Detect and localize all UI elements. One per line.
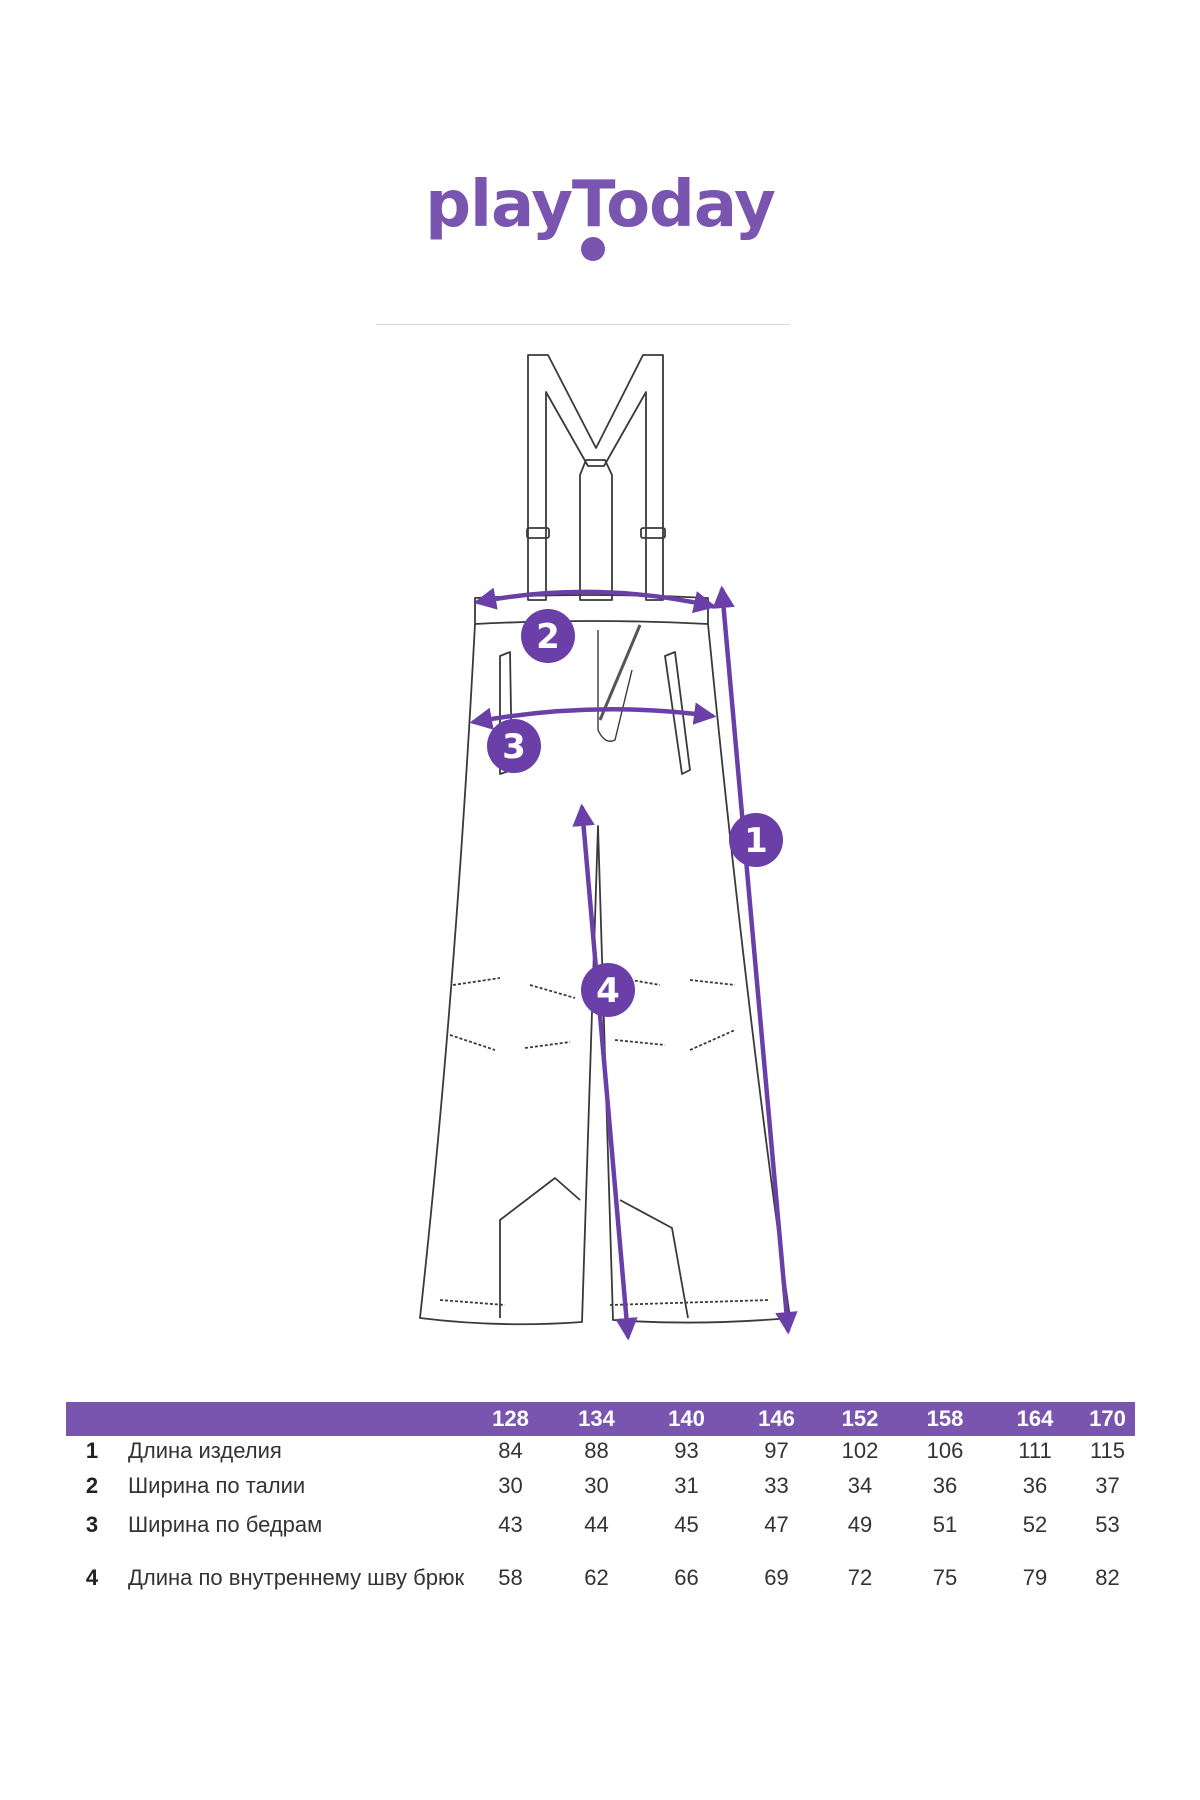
table-cell: 30 [584, 1473, 609, 1498]
table-cell: 84 [498, 1438, 523, 1463]
table-row: 4 Длина по внутреннему шву брюк 58 62 66… [66, 1550, 1135, 1634]
header-divider [376, 324, 790, 325]
table-cell: 33 [764, 1473, 789, 1498]
table-cell: 44 [584, 1512, 609, 1537]
size-header: 140 [640, 1402, 733, 1436]
row-number: 3 [85, 1512, 99, 1537]
table-cell: 43 [498, 1512, 523, 1537]
table-row: 1 Длина изделия 84 88 93 97 102 106 111 … [66, 1436, 1135, 1471]
table-cell: 102 [841, 1438, 879, 1463]
size-header: 164 [990, 1402, 1080, 1436]
table-cell: 36 [932, 1473, 958, 1498]
marker-1: 1 [729, 813, 783, 867]
table-cell: 34 [847, 1473, 873, 1498]
table-cell: 62 [584, 1565, 609, 1590]
row-number: 2 [85, 1473, 99, 1498]
row-label: Ширина по бедрам [128, 1512, 323, 1537]
row-label: Ширина по талии [128, 1473, 306, 1498]
marker-2: 2 [521, 609, 575, 663]
table-row: 3 Ширина по бедрам 43 44 45 47 49 51 52 … [66, 1506, 1135, 1550]
table-cell: 52 [1022, 1512, 1048, 1537]
table-cell: 115 [1089, 1438, 1126, 1463]
table-cell: 30 [498, 1473, 523, 1498]
table-cell: 88 [584, 1438, 609, 1463]
row-number: 4 [85, 1565, 99, 1590]
table-cell: 47 [764, 1512, 789, 1537]
size-header: 170 [1080, 1402, 1135, 1436]
size-header: 152 [820, 1402, 900, 1436]
row-label: Длина изделия [128, 1438, 282, 1463]
table-cell: 93 [674, 1438, 699, 1463]
size-header: 128 [468, 1402, 553, 1436]
size-header: 146 [733, 1402, 820, 1436]
table-cell: 37 [1095, 1473, 1120, 1498]
table-cell: 79 [1022, 1565, 1048, 1590]
table-cell: 97 [764, 1438, 789, 1463]
table-cell: 58 [498, 1565, 523, 1590]
table-cell: 82 [1095, 1565, 1120, 1590]
table-cell: 106 [926, 1438, 964, 1463]
size-chart-table: 128 134 140 146 152 158 164 170 1 Длина … [66, 1402, 1135, 1634]
row-label: Длина по внутреннему шву брюк [128, 1565, 465, 1590]
table-cell: 45 [674, 1512, 699, 1537]
size-header: 158 [900, 1402, 990, 1436]
table-cell: 36 [1022, 1473, 1048, 1498]
table-cell: 111 [1018, 1438, 1052, 1463]
brand-logo: playToday [425, 168, 776, 242]
logo-dot [581, 237, 605, 261]
table-cell: 69 [764, 1565, 789, 1590]
table-cell: 49 [847, 1512, 873, 1537]
trousers-with-suspenders-sketch-icon: 2 3 1 4 [419, 354, 798, 1341]
svg-text:3: 3 [502, 727, 526, 767]
table-cell: 53 [1095, 1512, 1120, 1537]
marker-3: 3 [487, 719, 541, 773]
marker-4: 4 [581, 963, 635, 1017]
table-row: 2 Ширина по талии 30 30 31 33 34 36 36 3… [66, 1471, 1135, 1506]
row-number: 1 [85, 1438, 99, 1463]
measurement-arrow-icon [469, 585, 798, 1341]
svg-text:4: 4 [596, 971, 620, 1011]
table-cell: 31 [674, 1473, 699, 1498]
svg-text:1: 1 [744, 821, 768, 861]
size-header-row: 128 134 140 146 152 158 164 170 [66, 1402, 1135, 1436]
svg-text:2: 2 [536, 617, 560, 657]
table-cell: 75 [932, 1565, 958, 1590]
size-header: 134 [553, 1402, 640, 1436]
table-cell: 66 [674, 1565, 699, 1590]
table-cell: 72 [847, 1565, 873, 1590]
table-cell: 51 [932, 1512, 958, 1537]
